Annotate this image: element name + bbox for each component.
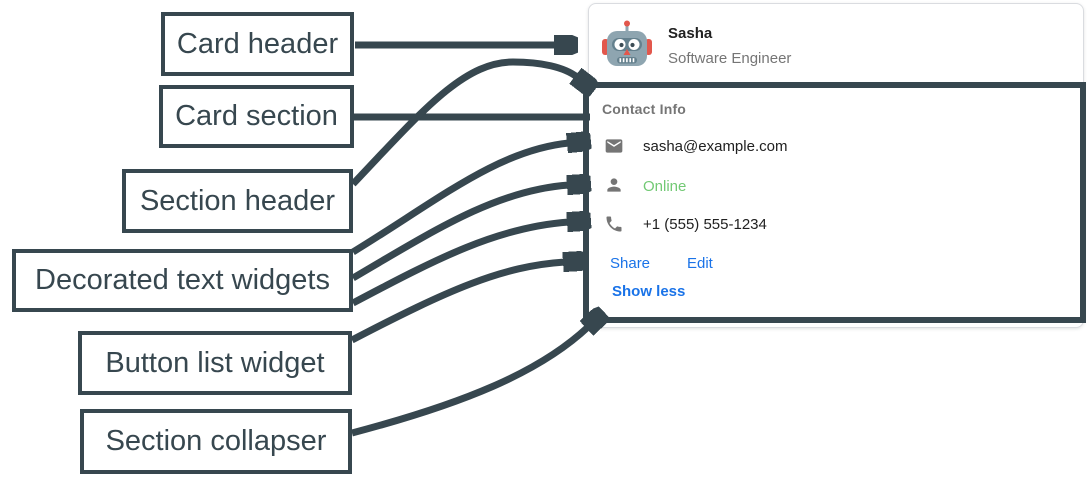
label-section-header: Section header (122, 169, 353, 233)
card-header-subtitle: Software Engineer (668, 50, 792, 67)
show-less-button[interactable]: Show less (612, 283, 686, 300)
phone-icon (606, 216, 622, 232)
label-decorated-text-widgets: Decorated text widgets (12, 249, 353, 312)
card-header-name: Sasha (668, 25, 713, 42)
label-card-section: Card section (159, 85, 354, 148)
robot-avatar-icon (602, 20, 652, 66)
arrow-button-list (350, 262, 565, 344)
status-text: Online (643, 178, 687, 195)
email-icon (605, 139, 623, 153)
arrow-decorated-phone (351, 222, 569, 307)
email-text: sasha@example.com (643, 138, 788, 155)
phone-text: +1 (555) 555-1234 (643, 216, 767, 233)
label-section-collapser: Section collapser (80, 409, 352, 474)
contact-card (588, 3, 1084, 328)
edit-button[interactable]: Edit (687, 255, 713, 272)
label-card-header: Card header (161, 12, 354, 76)
arrow-decorated-status (351, 185, 569, 282)
arrow-section-header (350, 58, 577, 187)
person-icon (607, 178, 621, 192)
share-button[interactable]: Share (610, 255, 651, 272)
arrow-section-collapser (351, 327, 588, 437)
section-header-title: Contact Info (602, 101, 687, 117)
arrow-decorated-email (351, 143, 569, 255)
label-button-list-widget: Button list widget (78, 331, 352, 395)
